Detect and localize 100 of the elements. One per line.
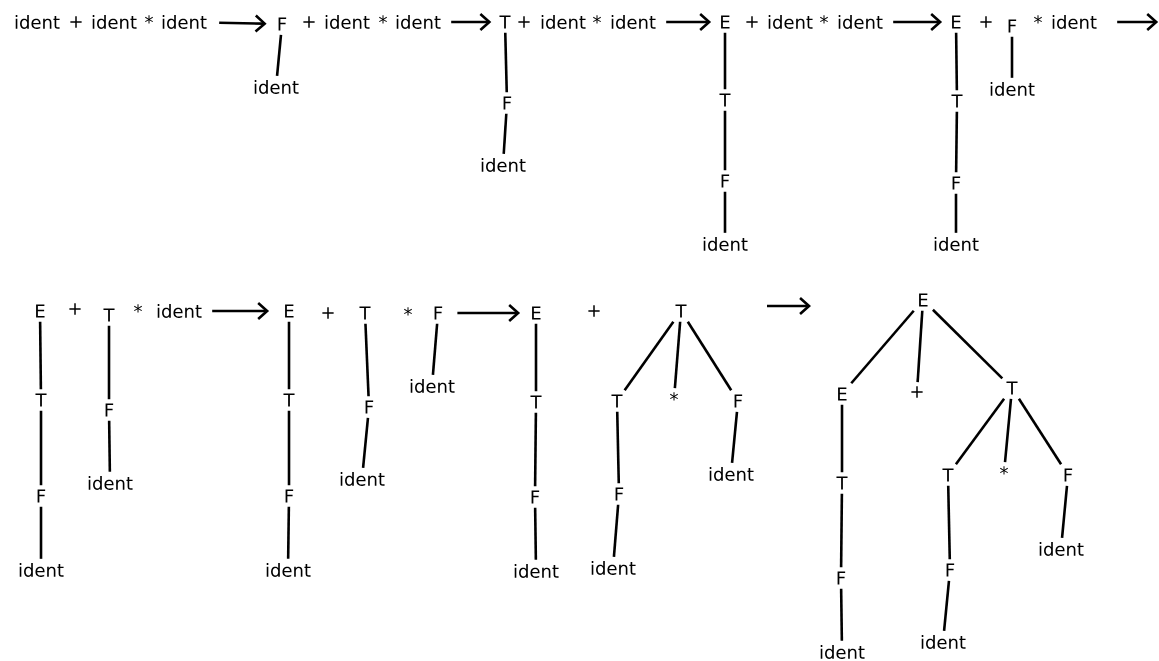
symbol-label: ident bbox=[15, 15, 60, 29]
symbol-label: F bbox=[1008, 19, 1017, 33]
derivation-arrow bbox=[666, 13, 712, 31]
tree-branch bbox=[916, 310, 924, 383]
symbol-label: ident bbox=[703, 237, 748, 251]
symbol-label: T bbox=[1006, 381, 1018, 395]
symbol-label: T bbox=[35, 393, 47, 407]
symbol-label: ident bbox=[611, 15, 656, 29]
symbol-label: F bbox=[1064, 468, 1073, 482]
tree-branch bbox=[954, 111, 959, 173]
tree-branch bbox=[107, 420, 112, 472]
symbol-label: F bbox=[721, 174, 730, 188]
symbol-label: * bbox=[134, 304, 142, 313]
symbol-label: F bbox=[615, 487, 624, 501]
symbol-label: T bbox=[530, 395, 542, 409]
symbol-label: T bbox=[283, 393, 295, 407]
symbol-label: T bbox=[499, 15, 511, 29]
symbol-label: ident bbox=[838, 15, 883, 29]
symbol-label: * bbox=[670, 392, 678, 401]
tree-branch bbox=[623, 321, 675, 391]
tree-branch bbox=[840, 404, 844, 473]
symbol-label: F bbox=[734, 394, 743, 408]
symbol-label: E bbox=[838, 387, 847, 401]
derivation-arrow bbox=[451, 13, 492, 31]
symbol-label: * bbox=[1034, 15, 1042, 24]
symbol-label: T bbox=[942, 468, 954, 482]
symbol-label: T bbox=[719, 93, 731, 107]
symbol-label: ident bbox=[768, 15, 813, 29]
tree-branch bbox=[502, 113, 508, 154]
symbol-label: F bbox=[946, 563, 955, 577]
symbol-label: ident bbox=[1039, 542, 1084, 556]
symbol-label: ident bbox=[410, 379, 455, 393]
symbol-label: F bbox=[837, 571, 846, 585]
tree-branch bbox=[1060, 485, 1069, 538]
symbol-label: T bbox=[359, 306, 371, 320]
symbol-label: F bbox=[952, 176, 961, 190]
symbol-label: T bbox=[103, 308, 115, 322]
derivation-arrow bbox=[212, 302, 270, 320]
symbol-label: F bbox=[434, 306, 443, 320]
symbol-label: ident bbox=[19, 563, 64, 577]
tree-branch bbox=[275, 34, 283, 76]
symbol-label: ident bbox=[340, 472, 385, 486]
tree-branch bbox=[533, 507, 538, 560]
tree-branch bbox=[39, 506, 43, 559]
symbol-label: ident bbox=[88, 476, 133, 490]
tree-branch bbox=[723, 32, 727, 90]
symbol-label: + bbox=[980, 16, 992, 28]
symbol-label: F bbox=[37, 489, 46, 503]
derivation-arrow bbox=[457, 304, 521, 322]
symbol-label: T bbox=[675, 304, 687, 318]
tree-branch bbox=[723, 110, 727, 171]
symbol-label: ident bbox=[266, 563, 311, 577]
symbol-label: + bbox=[322, 307, 334, 319]
symbol-label: ident bbox=[396, 15, 441, 29]
symbol-label: + bbox=[303, 16, 315, 28]
tree-branch bbox=[839, 493, 844, 568]
symbol-label: * bbox=[379, 15, 387, 24]
tree-branch bbox=[286, 506, 291, 559]
tree-branch bbox=[287, 410, 291, 486]
symbol-label: ident bbox=[709, 467, 754, 481]
symbol-label: E bbox=[36, 304, 45, 318]
tree-branch bbox=[534, 323, 538, 392]
tree-branch bbox=[673, 321, 682, 389]
symbol-label: F bbox=[105, 403, 114, 417]
symbol-label: ident bbox=[990, 82, 1035, 96]
symbol-label: ident bbox=[820, 645, 865, 659]
symbol-label: * bbox=[1000, 466, 1008, 475]
derivation-arrow bbox=[1117, 13, 1159, 31]
symbol-label: ident bbox=[514, 564, 559, 578]
symbol-label: ident bbox=[591, 561, 636, 575]
symbol-label: E bbox=[952, 15, 961, 29]
symbol-label: + bbox=[69, 303, 81, 315]
symbol-label: F bbox=[285, 489, 294, 503]
tree-branch bbox=[431, 323, 439, 375]
symbol-label: ident bbox=[541, 15, 586, 29]
symbol-label: E bbox=[721, 15, 730, 29]
symbol-label: * bbox=[593, 15, 601, 24]
tree-branch bbox=[942, 580, 951, 631]
tree-branch bbox=[612, 504, 620, 557]
symbol-label: + bbox=[911, 386, 923, 398]
tree-branch bbox=[533, 412, 538, 487]
symbol-label: ident bbox=[325, 15, 370, 29]
symbol-label: F bbox=[531, 490, 540, 504]
tree-branch bbox=[954, 398, 1006, 465]
symbol-label: * bbox=[145, 15, 153, 24]
symbol-label: ident bbox=[162, 15, 207, 29]
symbol-label: ident bbox=[921, 635, 966, 649]
symbol-label: + bbox=[518, 16, 530, 28]
tree-branch bbox=[503, 32, 509, 93]
tree-branch bbox=[39, 410, 43, 486]
tree-branch bbox=[361, 417, 370, 468]
symbol-label: F bbox=[365, 400, 374, 414]
tree-branch bbox=[686, 321, 733, 391]
symbol-label: ident bbox=[254, 80, 299, 94]
tree-branch bbox=[850, 309, 915, 385]
derivation-arrow bbox=[893, 13, 943, 31]
tree-branch bbox=[287, 321, 291, 390]
tree-branch bbox=[107, 325, 111, 400]
symbol-label: * bbox=[820, 15, 828, 24]
tree-branch bbox=[38, 321, 43, 390]
